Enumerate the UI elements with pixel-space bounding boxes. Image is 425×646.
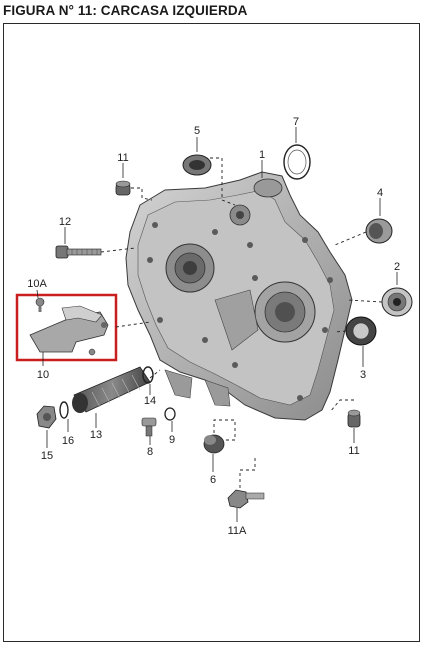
oil-strainer-part-13 bbox=[72, 366, 151, 413]
drain-plug-part-15 bbox=[36, 405, 57, 429]
needle-bearing-part-4 bbox=[365, 218, 393, 244]
callout-16: 16 bbox=[62, 435, 74, 447]
oil-seal-part-5 bbox=[182, 154, 212, 176]
callout-2: 2 bbox=[394, 261, 400, 273]
callout-6: 6 bbox=[210, 474, 216, 486]
highlight-box bbox=[15, 293, 118, 362]
callout-labels: 5 7 1 11 4 12 2 10A 3 10 14 16 13 9 8 15… bbox=[27, 116, 400, 537]
callout-4: 4 bbox=[377, 187, 383, 199]
highlighted-part-10-group bbox=[15, 293, 118, 362]
callout-10a: 10A bbox=[27, 278, 47, 290]
callout-7: 7 bbox=[293, 116, 299, 128]
callout-11a: 11A bbox=[228, 525, 247, 537]
figure-title: FIGURA N° 11: CARCASA IZQUIERDA bbox=[3, 3, 248, 18]
callout-11-right: 11 bbox=[348, 445, 359, 457]
screw-part-10a bbox=[35, 297, 45, 312]
callout-8: 8 bbox=[147, 446, 153, 458]
flange-bolt-part-11a bbox=[227, 489, 265, 509]
o-ring-part-14 bbox=[142, 366, 154, 384]
gasket-ring-part-7 bbox=[283, 144, 311, 180]
callout-1: 1 bbox=[259, 149, 265, 161]
callout-10: 10 bbox=[37, 369, 49, 381]
callout-11-top: 11 bbox=[117, 152, 128, 164]
callout-12: 12 bbox=[59, 216, 71, 228]
long-bolt-part-12 bbox=[55, 245, 102, 259]
ball-bearing-part-2 bbox=[381, 287, 413, 317]
callout-14: 14 bbox=[144, 395, 156, 407]
cap-bolt-part-11-top bbox=[115, 180, 131, 196]
bushing-part-6 bbox=[203, 434, 225, 454]
o-ring-part-9 bbox=[164, 407, 176, 421]
bolt-part-8 bbox=[141, 417, 157, 437]
callout-13: 13 bbox=[90, 429, 102, 441]
oil-seal-part-3 bbox=[345, 316, 377, 346]
callout-15: 15 bbox=[41, 450, 53, 462]
callout-5: 5 bbox=[194, 125, 200, 137]
callout-leaders bbox=[36, 127, 398, 522]
cap-part-11-right bbox=[347, 409, 361, 428]
assembly-leader-lines bbox=[100, 157, 383, 488]
diagram-frame bbox=[3, 23, 420, 642]
o-ring-part-16 bbox=[59, 401, 69, 419]
left-crankcase-housing bbox=[125, 171, 353, 421]
callout-3: 3 bbox=[360, 369, 366, 381]
callout-9: 9 bbox=[169, 434, 175, 446]
